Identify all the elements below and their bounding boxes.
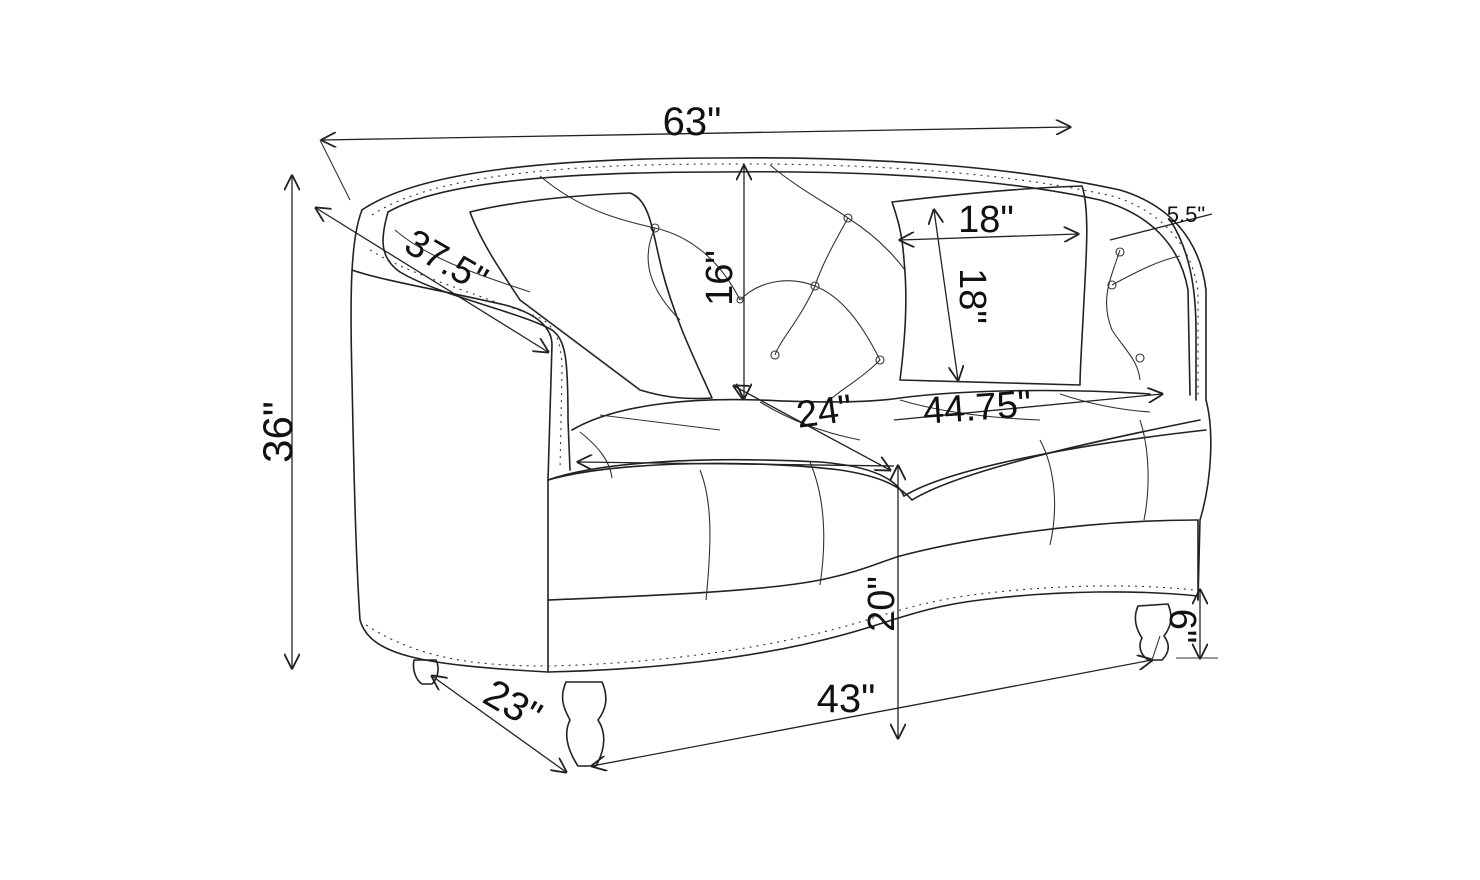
pillow-width-label: 18": [958, 199, 1014, 241]
overall-width-label: 63": [663, 100, 722, 144]
back-height-label: 16": [699, 250, 741, 306]
leg-height-label: 6": [1161, 609, 1203, 644]
pillow-height-label: 18": [951, 268, 993, 324]
seat-height-label: 20": [861, 576, 903, 632]
arm-width-label: 5.5": [1167, 202, 1205, 227]
base-width-label: 43": [817, 677, 876, 721]
dimension-labels: 63" 36" 37.5" 16" 18" 18" 24" 44.75" 5.5…: [254, 100, 1205, 738]
dimension-lines: [292, 127, 1218, 772]
overall-height-label: 36": [254, 401, 301, 463]
base-depth-label: 23": [476, 671, 549, 738]
seat-width-label: 44.75": [922, 383, 1033, 432]
seat-depth-label: 24": [794, 387, 855, 436]
sofa-outline: [350, 157, 1212, 767]
